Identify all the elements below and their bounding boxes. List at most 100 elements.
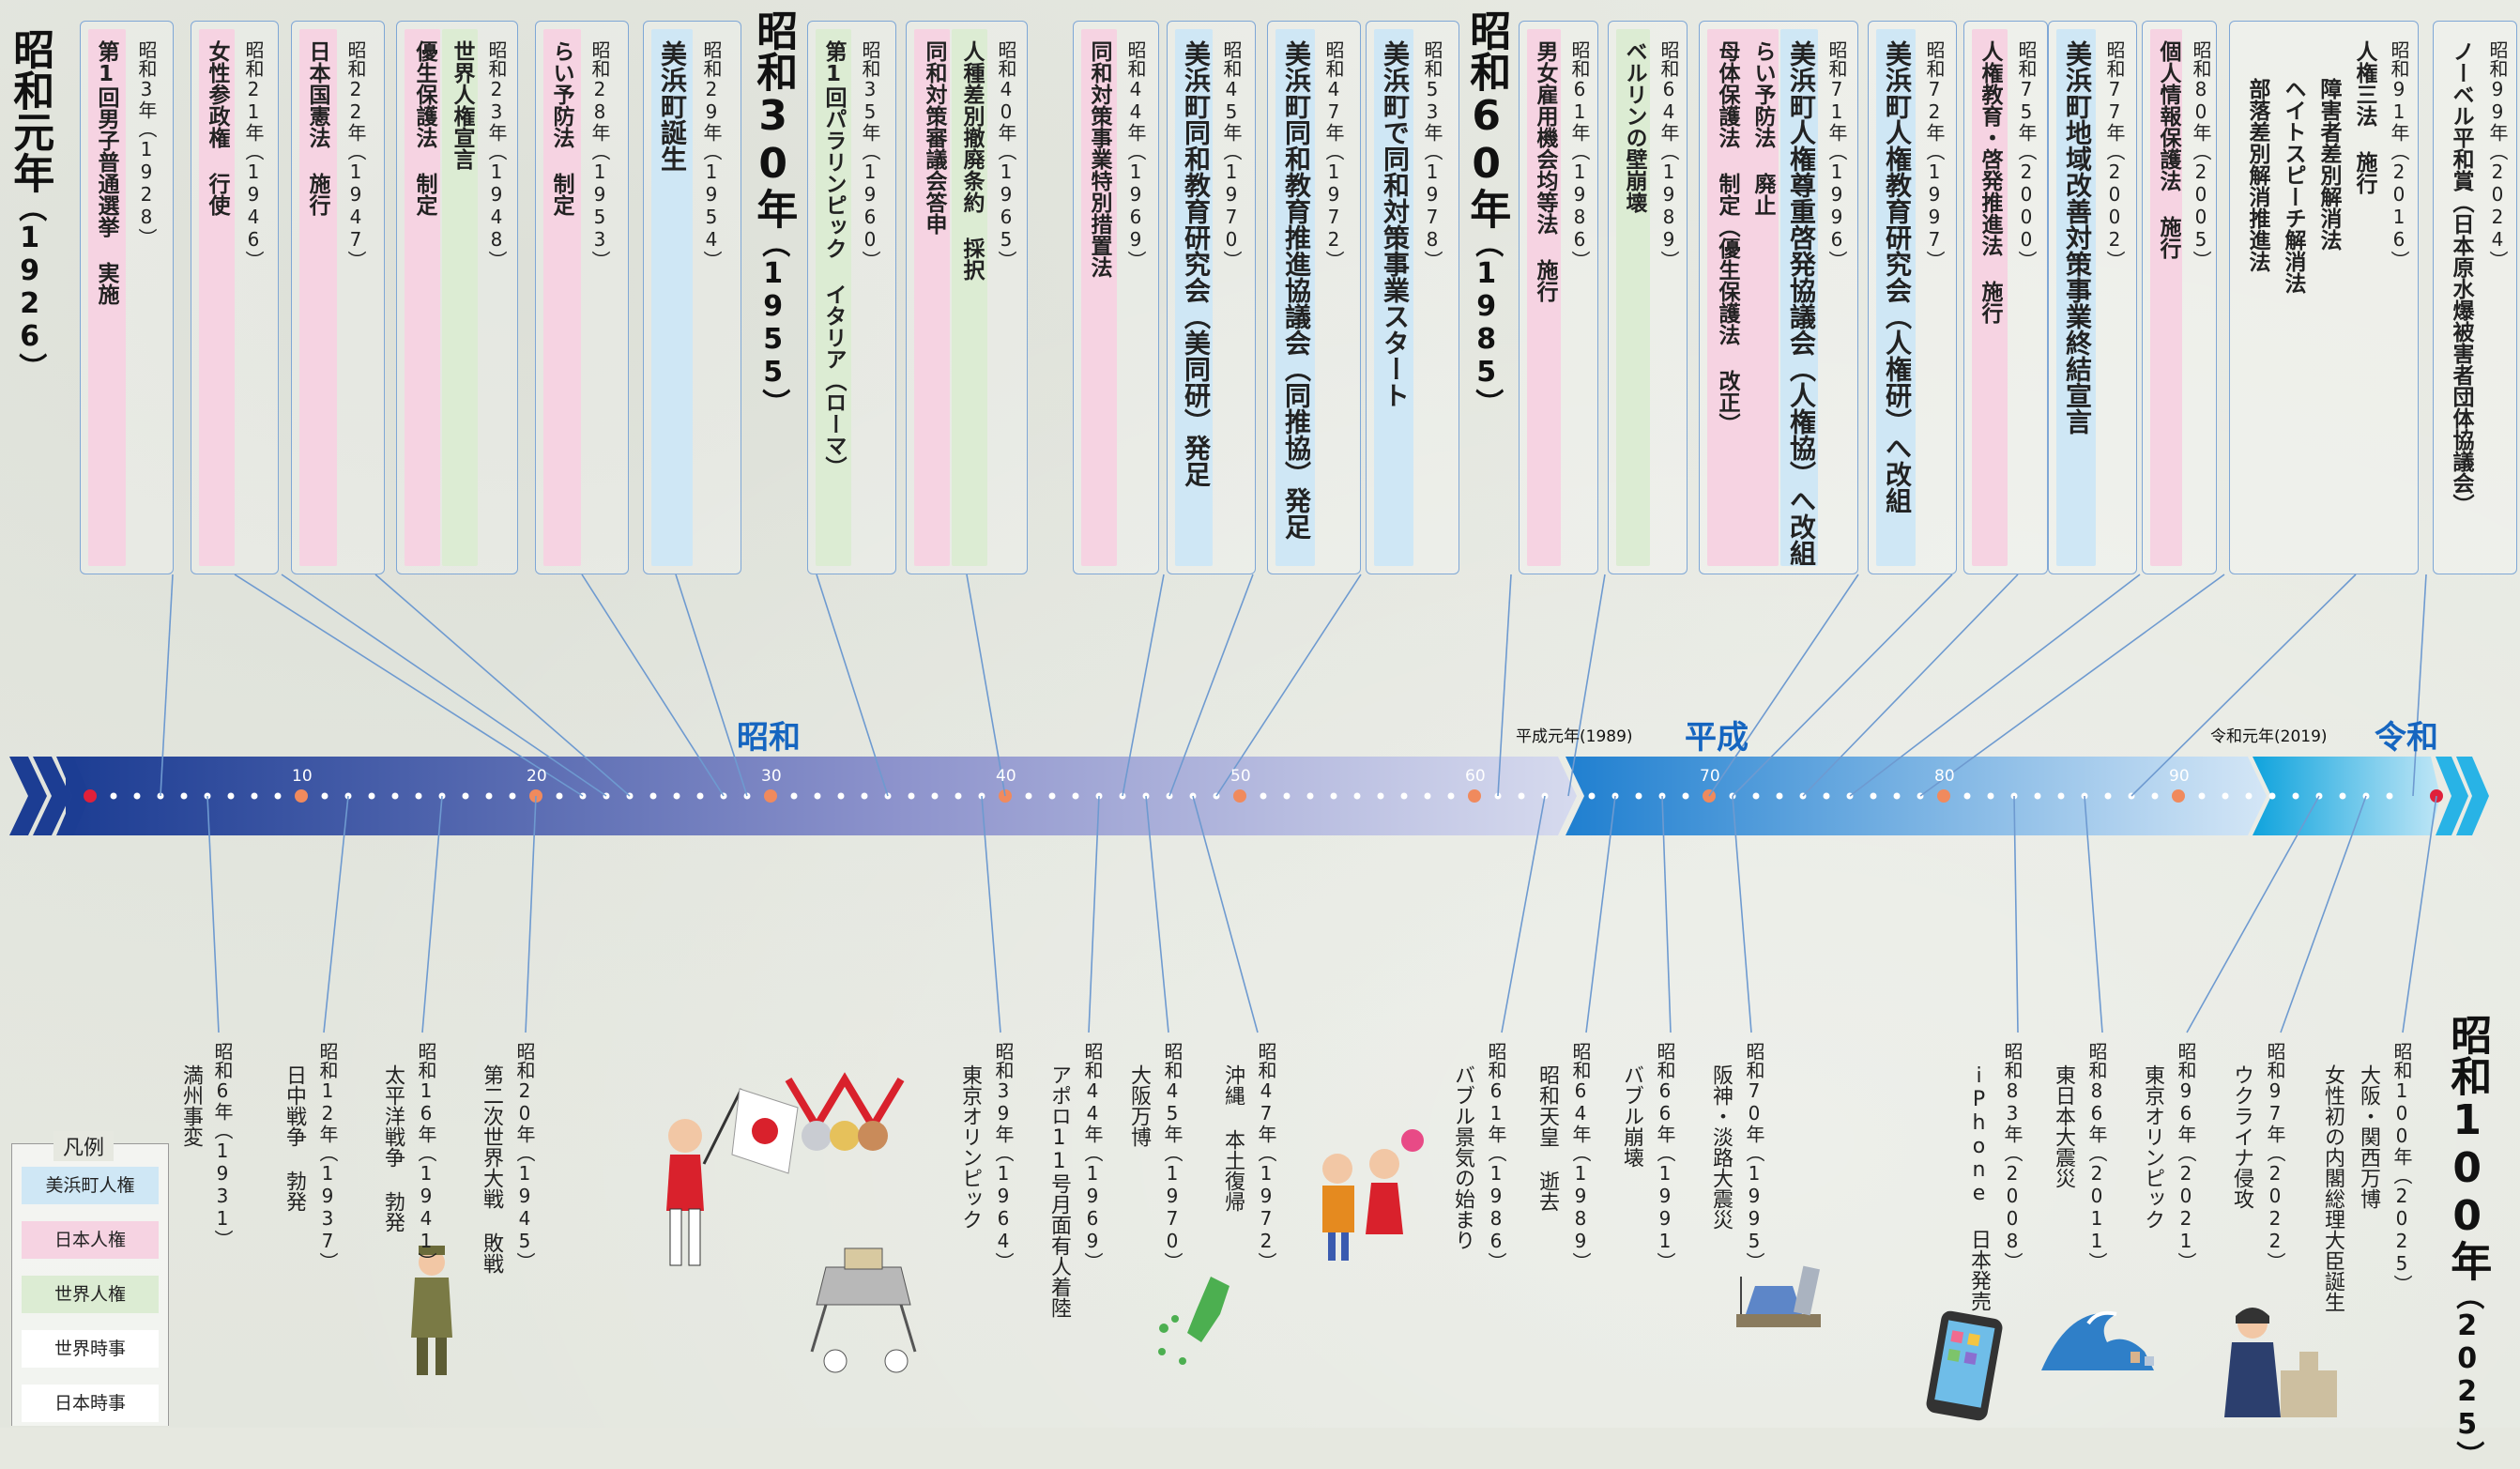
prime-minister-icon — [2224, 1308, 2337, 1417]
event-box-1996: 昭和71年（1996） 美浜町人権尊重啓発協議会（人権協）へ改組 らい予防法 廃… — [1699, 21, 1858, 574]
event-year: 昭和39年（1964） — [992, 1042, 1015, 1271]
event-text: らい予防法 制定 — [549, 40, 573, 216]
legend-item-world-human-rights: 世界人権 — [22, 1276, 159, 1313]
event-text: 大阪万博 — [1127, 1064, 1151, 1147]
event-text: 美浜町同和教育推進協議会（同推協）発足 — [1281, 40, 1312, 540]
reiwa-start-label: 令和元年(2019) — [2210, 727, 2328, 746]
event-year: 昭和66年（1991） — [1654, 1042, 1676, 1271]
bubble-economy-icon — [1322, 1129, 1424, 1261]
tick-label: 70 — [1700, 767, 1720, 786]
reiwa-segment — [2253, 757, 2440, 835]
tick-label: 80 — [1934, 767, 1955, 786]
event-text: 美浜町地域改善対策事業終結宣言 — [2062, 40, 2093, 435]
event-year: 昭和97年（2022） — [2264, 1042, 2286, 1271]
event-text: 美浜町人権尊重啓発協議会（人権協）へ改組 — [1786, 40, 1817, 566]
event-year: 昭和86年（2011） — [2085, 1042, 2108, 1271]
event-text: 人権教育・啓発推進法 施行 — [1978, 40, 2002, 324]
okinawa-map-icon — [1158, 1277, 1229, 1365]
left-chevron-icon — [9, 757, 47, 835]
event-box-1946: 昭和21年（1946） 女性参政権 行使 — [191, 21, 279, 574]
event-text: 沖縄 本土復帰 — [1221, 1064, 1245, 1212]
era-60-label: 昭和60年（1985） — [1462, 9, 1511, 417]
legend-item-minami: 美浜町人権 — [22, 1167, 159, 1204]
earthquake-house-icon — [1736, 1265, 1821, 1327]
event-text: 女性初の内閣総理大臣誕生 — [2321, 1064, 2344, 1312]
legend-item-japan-human-rights: 日本人権 — [22, 1221, 159, 1259]
event-year: 昭和70年（1995） — [1743, 1042, 1765, 1271]
event-year: 昭和23年（1948） — [485, 40, 508, 269]
event-year: 昭和12年（1937） — [316, 1042, 339, 1271]
tick-label: 10 — [292, 767, 313, 786]
tick-label: 30 — [761, 767, 782, 786]
event-text: バブル景気の始まり — [1451, 1064, 1474, 1250]
event-box-2016: 昭和91年（2016） 人権三法 施行 障害者差別解消法 ヘイトスピーチ解消法 … — [2229, 21, 2419, 574]
event-year: 昭和80年（2005） — [2190, 40, 2212, 269]
event-text: 日中戦争 勃発 — [283, 1064, 306, 1212]
event-year: 昭和29年（1954） — [700, 40, 723, 269]
event-text: 人権三法 施行 — [2352, 40, 2376, 194]
event-year: 昭和40年（1965） — [995, 40, 1017, 269]
event-text: 阪神・淡路大震災 — [1709, 1064, 1733, 1230]
event-year: 昭和99年（2024） — [2486, 40, 2509, 269]
olympic-flag-icon — [666, 1088, 799, 1266]
event-text: 大阪・関西万博 — [2357, 1064, 2380, 1209]
event-text: 人種差別撤廃条約 採択 — [959, 40, 984, 281]
event-text: 男女雇用機会均等法 施行 — [1533, 40, 1557, 302]
heisei-segment — [1565, 757, 2267, 835]
event-text: 美浜町誕生 — [657, 40, 688, 172]
event-year: 昭和100年（2025） — [2390, 1042, 2413, 1293]
event-text: 部落差別解消推進法 — [2245, 78, 2269, 272]
event-text: 第1回男子普通選挙 実施 — [94, 40, 118, 305]
event-year: 昭和47年（1972） — [1255, 1042, 1277, 1271]
event-text: 母体保護法 制定（優生保護法 改正） — [1715, 40, 1739, 435]
event-text: 太平洋戦争 勃発 — [381, 1064, 405, 1232]
tick-label: 20 — [527, 767, 547, 786]
event-year: 昭和35年（1960） — [859, 40, 881, 269]
event-year: 昭和22年（1947） — [344, 40, 367, 269]
event-text: 優生保護法 制定 — [412, 40, 436, 216]
event-text: 女性参政権 行使 — [205, 40, 229, 216]
event-box-1947: 昭和22年（1947） 日本国憲法 施行 — [291, 21, 385, 574]
tick-label: 90 — [2169, 767, 2190, 786]
event-text: バブル崩壊 — [1620, 1064, 1643, 1168]
event-year: 昭和64年（1989） — [1657, 40, 1680, 269]
event-text: 第二次世界大戦 敗戦 — [480, 1064, 503, 1274]
start-marker — [84, 789, 97, 803]
legend-title: 凡例 — [53, 1131, 115, 1161]
event-box-2002: 昭和77年（2002） 美浜町地域改善対策事業終結宣言 — [2048, 21, 2137, 574]
event-text: 日本国憲法 施行 — [305, 40, 329, 216]
tick-label: 40 — [996, 767, 1016, 786]
event-text: 昭和天皇 逝去 — [1535, 1064, 1559, 1212]
connector-lines — [160, 574, 2437, 1033]
event-year: 昭和61年（1986） — [1568, 40, 1591, 269]
medals-icon — [785, 1072, 905, 1151]
event-box-1978: 昭和53年（1978） 美浜町で同和対策事業スタート — [1366, 21, 1459, 574]
event-box-2005: 昭和80年（2005） 個人情報保護法 施行 — [2142, 21, 2217, 574]
event-box-1948: 昭和23年（1948） 世界人権宣言 優生保護法 制定 — [396, 21, 518, 574]
event-text: アポロ11号月面有人着陸 — [1047, 1064, 1071, 1318]
event-box-2000: 昭和75年（2000） 人権教育・啓発推進法 施行 — [1963, 21, 2048, 574]
moon-lander-icon — [810, 1247, 917, 1373]
era-start-label: 昭和元年（1926） — [6, 28, 54, 381]
event-text: ヘイトスピーチ解消法 — [2281, 78, 2305, 294]
era-30-label: 昭和30年（1955） — [749, 9, 798, 417]
event-text: 世界人権宣言 — [450, 40, 474, 170]
heisei-era-label: 平成 — [1685, 719, 1749, 757]
event-year: 昭和44年（1969） — [1081, 1042, 1104, 1271]
event-year: 昭和64年（1989） — [1569, 1042, 1592, 1271]
event-text: ウクライナ侵攻 — [2230, 1064, 2253, 1209]
showa-era-label: 昭和 — [737, 719, 801, 757]
event-text: 満州事変 — [179, 1064, 203, 1147]
event-box-1953: 昭和28年（1953） らい予防法 制定 — [535, 21, 629, 574]
tick-label: 50 — [1230, 767, 1251, 786]
event-text: 個人情報保護法 施行 — [2156, 40, 2180, 259]
event-year: 昭和45年（1970） — [1161, 1042, 1184, 1271]
event-box-1972: 昭和47年（1972） 美浜町同和教育推進協議会（同推協）発足 — [1267, 21, 1361, 574]
event-box-2024: 昭和99年（2024） ノーベル平和賞（日本原水爆被害者団体協議会） — [2433, 21, 2517, 574]
event-box-1969: 昭和44年（1969） 同和対策事業特別措置法 — [1073, 21, 1159, 574]
event-box-1954: 昭和29年（1954） 美浜町誕生 — [643, 21, 741, 574]
event-text: 東京オリンピック — [958, 1064, 982, 1230]
event-year: 昭和96年（2021） — [2175, 1042, 2197, 1271]
soldier-icon — [411, 1246, 452, 1375]
event-text: ノーベル平和賞（日本原水爆被害者団体協議会） — [2449, 40, 2473, 515]
